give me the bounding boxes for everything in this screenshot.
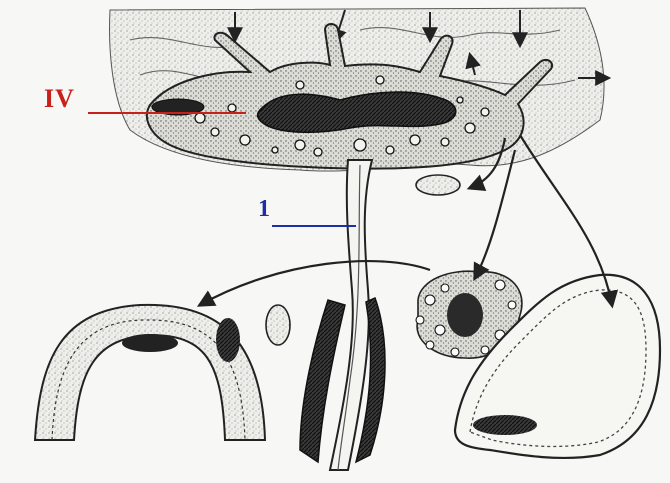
small-vesicle — [416, 175, 460, 195]
label-iv: IV — [44, 84, 75, 114]
cell-nucleus — [258, 92, 456, 132]
left-vessel — [35, 305, 265, 440]
vesicle-right-small — [266, 305, 290, 345]
label-1: 1 — [258, 196, 270, 223]
